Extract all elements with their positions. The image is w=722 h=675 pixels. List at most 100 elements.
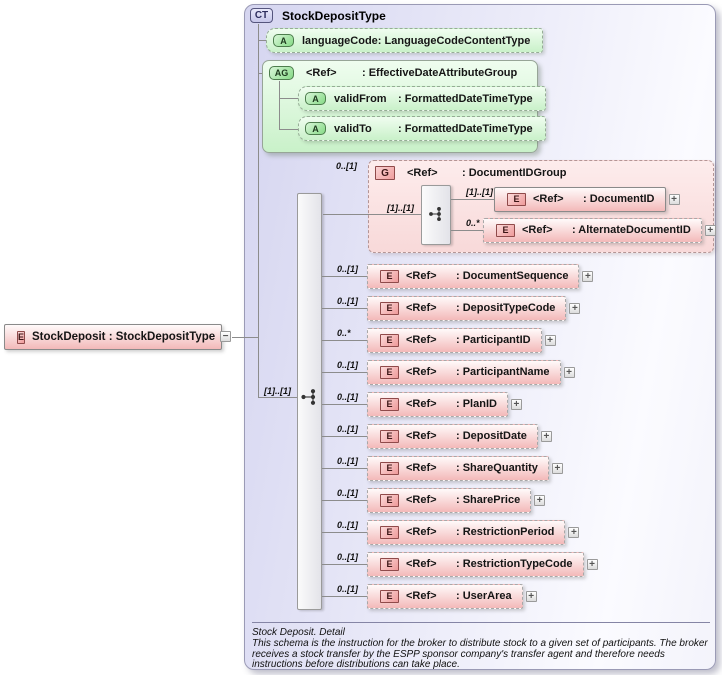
element-row: 0..[1] E <Ref> : DocumentSequence + (322, 263, 594, 289)
cardinality-label: [1]..[1] (264, 386, 291, 396)
connector-line (279, 81, 280, 129)
connector-line (451, 229, 483, 231)
expand-icon[interactable]: + (544, 334, 556, 346)
element-badge-icon: E (380, 557, 399, 571)
ref-label: <Ref> (406, 526, 437, 538)
ref-label: <Ref> (522, 224, 553, 236)
element-box[interactable]: E <Ref> : UserArea (367, 583, 523, 609)
cardinality-label: 0..[1] (337, 296, 359, 306)
expand-icon[interactable]: + (586, 558, 598, 570)
ref-label: <Ref> (533, 193, 564, 205)
element-row: 0..[1] E <Ref> : PlanID + (322, 391, 522, 417)
cardinality-label: 0..[1] (337, 424, 359, 434)
ref-label: <Ref> (406, 366, 437, 378)
attribute-badge-icon: A (305, 92, 326, 105)
element-row: 0..[1] E <Ref> : RestrictionPeriod + (322, 519, 580, 545)
group-type: : DocumentIDGroup (462, 167, 567, 179)
attribute-group-box[interactable]: AG <Ref> : EffectiveDateAttributeGroup A… (262, 60, 546, 153)
sequence-icon (301, 389, 316, 405)
expand-icon[interactable]: + (510, 398, 522, 410)
sequence-icon (429, 207, 441, 221)
attribute-name: validTo (334, 122, 372, 135)
complex-type-title: StockDepositType (282, 9, 386, 23)
ref-label: <Ref> (306, 67, 337, 79)
cardinality-label: 0..[1] (337, 552, 359, 562)
element-badge-icon: E (380, 461, 399, 475)
element-name: : RestrictionTypeCode (456, 558, 573, 570)
element-box[interactable]: E <Ref> : DepositDate (367, 423, 538, 449)
root-element-box[interactable]: E StockDeposit : StockDepositType (4, 324, 222, 350)
cardinality-label: 0..[1] (336, 161, 358, 171)
attribute-group-badge-icon: AG (269, 66, 294, 80)
footer-divider (252, 622, 710, 623)
expand-icon[interactable]: + (534, 494, 546, 506)
attribute-badge-icon: A (273, 34, 294, 47)
element-name: : DepositDate (456, 430, 527, 442)
connector-line (322, 531, 367, 533)
group-badge-icon: G (375, 166, 395, 180)
element-box[interactable]: E <Ref> : DocumentSequence (367, 263, 580, 289)
expand-icon[interactable]: + (568, 526, 580, 538)
element-box[interactable]: E <Ref> : ParticipantName (367, 359, 561, 385)
expand-icon[interactable]: + (540, 430, 552, 442)
element-box[interactable]: E <Ref> : PlanID (367, 391, 508, 417)
complex-type-badge-icon: CT (250, 8, 273, 23)
footer-description: This schema is the instruction for the b… (252, 638, 708, 670)
connector-line (451, 198, 494, 200)
attribute-type: : FormattedDateTimeType (398, 122, 533, 135)
ref-label: <Ref> (406, 558, 437, 570)
sequence-indicator[interactable] (421, 185, 451, 245)
expand-icon[interactable]: + (569, 302, 581, 314)
expand-icon[interactable]: + (551, 462, 563, 474)
group-child-row: [1]..[1] E <Ref> : DocumentID + (451, 186, 680, 212)
element-badge-icon: E (507, 192, 526, 206)
element-box[interactable]: E <Ref> : RestrictionTypeCode (367, 551, 584, 577)
connector-line (322, 403, 367, 405)
connector-line (322, 499, 367, 501)
expand-icon[interactable]: + (582, 270, 594, 282)
connector-line (322, 307, 367, 309)
connector-line (322, 371, 367, 373)
element-name: : UserArea (456, 590, 512, 602)
ref-label: <Ref> (406, 270, 437, 282)
element-box[interactable]: E <Ref> : DepositTypeCode (367, 295, 567, 321)
connector-line (323, 214, 421, 215)
element-box[interactable]: E <Ref> : RestrictionPeriod (367, 519, 566, 545)
element-badge-icon: E (380, 429, 399, 443)
element-name: : SharePrice (456, 494, 521, 506)
element-box[interactable]: E <Ref> : ShareQuantity (367, 455, 549, 481)
element-badge-icon: E (380, 397, 399, 411)
element-box[interactable]: E <Ref> : SharePrice (367, 487, 532, 513)
connector-line (258, 40, 267, 41)
element-badge-icon: E (496, 223, 515, 237)
attribute-type: : FormattedDateTimeType (398, 92, 533, 105)
ref-label: <Ref> (406, 494, 437, 506)
element-box[interactable]: E <Ref> : AlternateDocumentID (483, 217, 702, 243)
attribute-box[interactable]: A languageCode : LanguageCodeContentType (266, 28, 544, 53)
attribute-box[interactable]: A validTo : FormattedDateTimeType (298, 116, 546, 141)
element-name: : ShareQuantity (456, 462, 538, 474)
group-box[interactable]: [1]..[1] G <Ref> : DocumentIDGroup [1]..… (323, 160, 716, 253)
element-name: : DepositTypeCode (456, 302, 556, 314)
connector-line (279, 129, 298, 130)
element-box[interactable]: E <Ref> : ParticipantID (367, 327, 542, 353)
expand-icon[interactable]: + (704, 224, 716, 236)
connector-line (279, 98, 298, 99)
cardinality-label: 0..[1] (337, 456, 359, 466)
cardinality-label: 0..* (337, 328, 351, 338)
cardinality-label: 0..[1] (337, 264, 359, 274)
sequence-indicator[interactable] (297, 193, 322, 610)
attribute-box[interactable]: A validFrom : FormattedDateTimeType (298, 86, 546, 111)
expand-icon[interactable]: + (668, 193, 680, 205)
element-name: : PlanID (456, 398, 497, 410)
cardinality-label: [1]..[1] (387, 203, 414, 213)
connector-line (258, 397, 302, 398)
collapse-icon[interactable]: − (220, 331, 231, 342)
element-badge-icon: E (380, 333, 399, 347)
expand-icon[interactable]: + (563, 366, 575, 378)
element-row: 0..[1] E <Ref> : DepositDate + (322, 423, 552, 449)
expand-icon[interactable]: + (525, 590, 537, 602)
attribute-badge-icon: A (305, 122, 326, 135)
element-box[interactable]: E <Ref> : DocumentID (494, 186, 666, 212)
